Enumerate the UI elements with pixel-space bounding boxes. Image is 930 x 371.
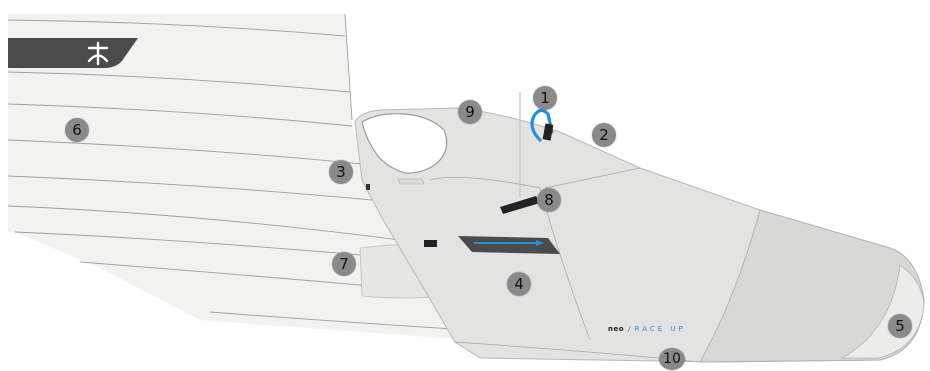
side-label: [366, 184, 370, 190]
speed-pod: [699, 209, 925, 363]
wing-seams: [7, 13, 471, 331]
callout-3: 3: [329, 160, 353, 184]
reserve-handle: [397, 178, 425, 185]
callout-8: 8: [537, 188, 561, 212]
brand-tag: [424, 240, 437, 247]
callout-7: 7: [332, 252, 356, 276]
pocket-zip-arrow: [536, 240, 544, 246]
karabiner-icon: [530, 108, 554, 142]
callout-4: 4: [507, 272, 531, 296]
callout-2: 2: [592, 123, 616, 147]
brand-slash: /: [628, 325, 631, 333]
callout-9: 9: [458, 100, 482, 124]
brand-logo: neo/RACE UP: [608, 325, 686, 333]
callout-6: 6: [65, 118, 89, 142]
karabiner-buckle: [542, 123, 554, 141]
brand-model: RACE UP: [634, 325, 686, 333]
logo-icon: [87, 41, 109, 66]
logo-panel: [8, 38, 138, 68]
instrument-strap: [500, 196, 540, 214]
callout-1: 1: [533, 86, 557, 110]
callout-5: 5: [888, 314, 912, 338]
pocket-panel: [458, 236, 560, 254]
brand-prefix: neo: [608, 325, 625, 333]
cockpit-opening: [361, 113, 448, 174]
callout-10: 10: [659, 348, 685, 370]
